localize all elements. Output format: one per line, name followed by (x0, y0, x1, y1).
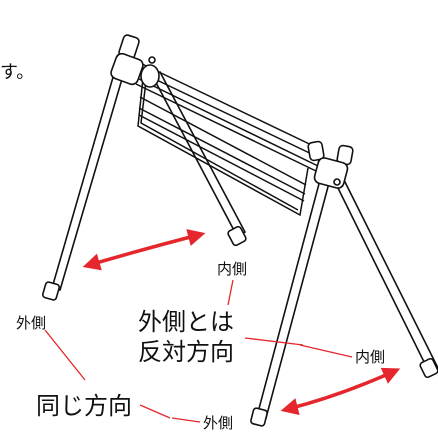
inside-label-right: 内側 (355, 348, 386, 366)
top-text-fragment: す。 (0, 62, 35, 83)
hanging-rack (137, 77, 309, 217)
outside-label-left: 外側 (16, 314, 47, 332)
outside-label-bottom: 外側 (203, 414, 234, 432)
inside-label-top: 内側 (217, 260, 248, 278)
right-joint (307, 140, 354, 189)
right-swing-arrow (280, 367, 401, 416)
left-outer-leg (41, 59, 129, 301)
opposite-direction-line2: 反対方向 (138, 338, 234, 366)
opposite-direction-line1: 外側とは (138, 308, 234, 336)
left-swing-arrow (82, 229, 206, 271)
same-direction-label: 同じ方向 (36, 392, 132, 420)
top-rails (135, 61, 323, 172)
pointer-lines (44, 279, 353, 423)
left-joint (110, 34, 160, 88)
right-outer-leg (250, 178, 330, 427)
right-inner-leg (332, 174, 438, 379)
